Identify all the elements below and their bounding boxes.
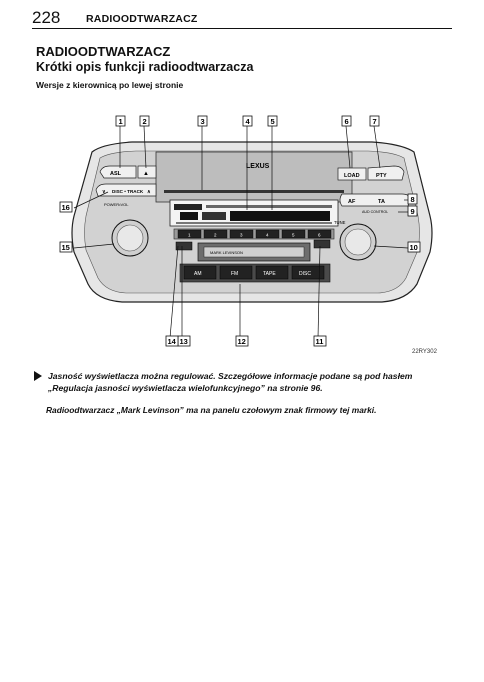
eject-button[interactable]: ▲ (137, 165, 157, 179)
svg-text:2: 2 (143, 117, 147, 126)
note-brightness: Jasność wyświetlacza można regulować. Sz… (48, 371, 413, 393)
am-button[interactable]: AM (183, 265, 217, 280)
callout-11: 11 (313, 335, 327, 347)
callout-14: 14 (165, 335, 179, 347)
preset-button-6[interactable]: 6 (307, 229, 332, 239)
svg-text:10: 10 (410, 243, 418, 252)
af-ta-button[interactable]: AF TA (339, 193, 411, 207)
svg-text:TAPE: TAPE (263, 271, 276, 277)
callout-13: 13 (177, 335, 191, 347)
svg-text:4: 4 (246, 117, 251, 126)
preset-button-1[interactable]: 1 (177, 229, 202, 239)
callout-15: 15 (59, 241, 73, 253)
callout-10: 10 (407, 241, 421, 253)
svg-text:▲: ▲ (143, 171, 149, 177)
section-header: RADIOODTWARZACZ (86, 13, 198, 25)
svg-text:PTY: PTY (376, 173, 387, 179)
disc-track-button[interactable]: ∨ DISC • TRACK ∧ (95, 183, 157, 197)
page-header: 228 RADIOODTWARZACZ (32, 8, 452, 29)
callout-2: 2 (139, 115, 150, 127)
power-vol-label: POWER•VOL (104, 202, 129, 207)
cassette-label: MARK LEVINSON (210, 250, 243, 255)
svg-text:AM: AM (194, 271, 202, 277)
tune-label: TUNE (334, 220, 346, 225)
preset-button-3[interactable]: 3 (229, 229, 254, 239)
svg-text:LOAD: LOAD (344, 173, 360, 179)
svg-text:ASL: ASL (110, 171, 122, 177)
svg-text:15: 15 (62, 243, 70, 252)
power-volume-knob[interactable] (111, 219, 149, 257)
fm-button[interactable]: FM (219, 265, 253, 280)
page-number: 228 (32, 8, 61, 27)
tape-button[interactable]: TAPE (255, 265, 289, 280)
svg-text:5: 5 (292, 233, 295, 238)
preset-button-4[interactable]: 4 (255, 229, 280, 239)
svg-text:6: 6 (345, 117, 349, 126)
svg-text:1: 1 (188, 233, 191, 238)
svg-text:6: 6 (318, 233, 321, 238)
pty-button[interactable]: PTY (367, 165, 405, 181)
note-brand: Radioodtwarzacz „Mark Levinson” ma na pa… (46, 405, 377, 415)
disc-button[interactable]: DISC (291, 265, 325, 280)
load-button[interactable]: LOAD (337, 167, 367, 181)
callout-5: 5 (267, 115, 278, 127)
svg-text:AF: AF (348, 199, 356, 205)
aud-control-label: AUD CONTROL (362, 210, 388, 214)
preset-button-5[interactable]: 5 (281, 229, 306, 239)
svg-text:16: 16 (62, 203, 70, 212)
callout-7: 7 (369, 115, 380, 127)
page-title: RADIOODTWARZACZ (36, 44, 171, 59)
callout-6: 6 (341, 115, 352, 127)
svg-text:DISC • TRACK: DISC • TRACK (112, 189, 144, 194)
callout-12: 12 (235, 335, 249, 347)
scan-button-left[interactable] (175, 241, 193, 251)
page-subtitle: Krótki opis funkcji radioodtwarzacza (36, 60, 254, 74)
brand-logo: LEXUS (246, 163, 270, 170)
callout-16: 16 (59, 201, 73, 213)
svg-text:2: 2 (214, 233, 217, 238)
figure-code: 22RY302 (412, 349, 437, 355)
svg-text:5: 5 (271, 117, 275, 126)
svg-text:11: 11 (316, 337, 324, 346)
asl-button[interactable]: ASL (99, 165, 137, 179)
svg-text:14: 14 (168, 337, 177, 346)
svg-text:TA: TA (378, 199, 385, 205)
preset-button-2[interactable]: 2 (203, 229, 228, 239)
callout-8: 8 (407, 193, 418, 205)
svg-text:13: 13 (180, 337, 188, 346)
svg-text:12: 12 (238, 337, 246, 346)
svg-text:9: 9 (411, 207, 415, 216)
svg-text:∧: ∧ (147, 190, 151, 195)
svg-text:1: 1 (119, 117, 123, 126)
callout-9: 9 (407, 205, 418, 217)
callout-3: 3 (197, 115, 208, 127)
tune-knob[interactable] (339, 223, 377, 261)
svg-text:4: 4 (266, 233, 269, 238)
scan-button[interactable] (313, 239, 331, 249)
svg-text:∨: ∨ (102, 190, 106, 195)
svg-text:3: 3 (240, 233, 243, 238)
svg-text:FM: FM (231, 271, 238, 277)
svg-text:DISC: DISC (299, 271, 311, 277)
svg-text:3: 3 (201, 117, 205, 126)
callout-4: 4 (242, 115, 253, 127)
svg-text:8: 8 (411, 195, 415, 204)
note-bullet-icon (34, 371, 42, 381)
callout-1: 1 (115, 115, 126, 127)
figure-caption: Wersje z kierownicą po lewej stronie (36, 80, 184, 90)
svg-text:7: 7 (373, 117, 377, 126)
